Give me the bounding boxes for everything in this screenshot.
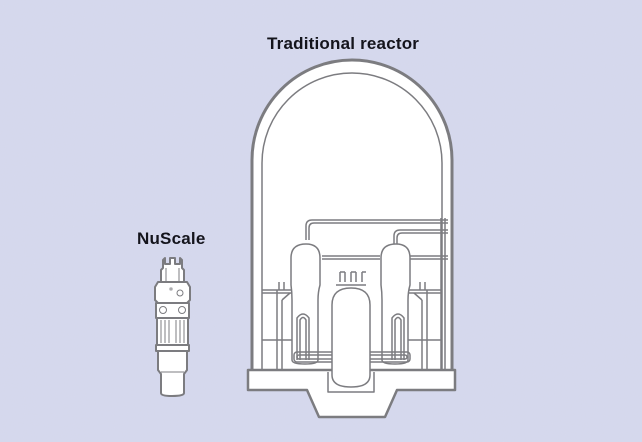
module-lower-vessel	[157, 350, 188, 397]
steam-generator-left	[290, 243, 321, 365]
foundation-base	[246, 368, 457, 419]
steam-generator-right	[380, 243, 411, 365]
module-upper-body	[154, 281, 191, 304]
nuscale-label: NuScale	[137, 229, 206, 248]
reactor-pressure-vessel	[331, 271, 371, 388]
containment-inner-wall	[261, 72, 443, 373]
module-top	[160, 257, 185, 283]
module-mid-section	[156, 317, 189, 346]
steam-pipes	[305, 218, 448, 370]
traditional-reactor-label: Traditional reactor	[267, 34, 420, 53]
